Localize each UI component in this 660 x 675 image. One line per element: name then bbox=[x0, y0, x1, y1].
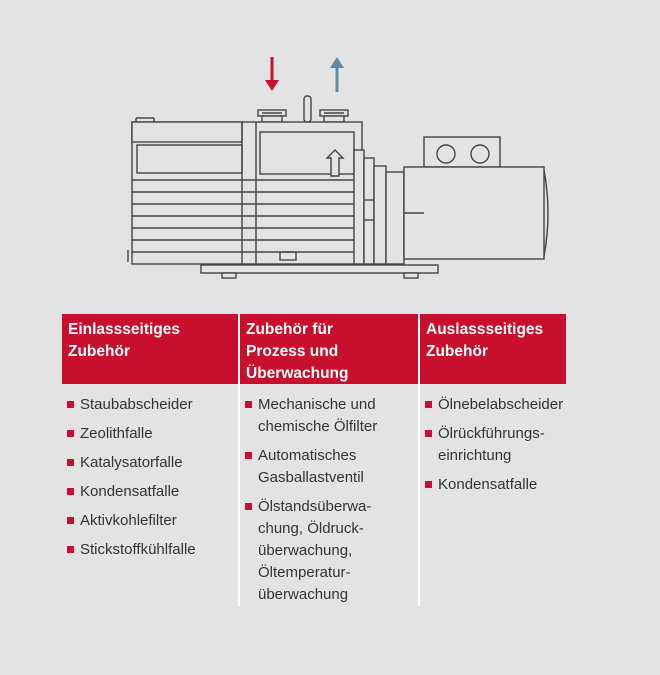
list-item: Ölrückführungs- einrichtung bbox=[424, 423, 566, 467]
bullet-square-icon bbox=[67, 517, 74, 524]
list-item: Aktivkohlefilter bbox=[66, 510, 238, 532]
bullet-square-icon bbox=[67, 401, 74, 408]
item-list: Staubabscheider Zeolithfalle Katalysator… bbox=[62, 384, 238, 561]
list-item: Stickstoffkühlfalle bbox=[66, 539, 238, 561]
item-list: Mechanische und chemische Ölfilter Autom… bbox=[240, 384, 418, 606]
bullet-square-icon bbox=[425, 401, 432, 408]
bullet-square-icon bbox=[425, 430, 432, 437]
list-item: Kondensatfalle bbox=[424, 474, 566, 496]
motor bbox=[403, 136, 549, 260]
column-outlet-accessories: Auslassseitiges Zubehör Ölnebelabscheide… bbox=[418, 314, 566, 606]
list-item: Mechanische und chemische Ölfilter bbox=[244, 394, 418, 438]
inlet-arrow-down-icon bbox=[265, 57, 279, 91]
flow-arrow-up-icon bbox=[325, 149, 345, 177]
list-item: Katalysatorfalle bbox=[66, 452, 238, 474]
bullet-square-icon bbox=[67, 459, 74, 466]
gas-ballast-valve bbox=[303, 95, 312, 123]
bullet-square-icon bbox=[67, 546, 74, 553]
coupling-housing bbox=[353, 149, 405, 265]
outlet-flange bbox=[319, 109, 349, 123]
column-header: Auslassseitiges Zubehör bbox=[420, 314, 566, 384]
inlet-flange bbox=[257, 109, 287, 123]
column-process-monitoring-accessories: Zubehör für Prozess und Überwachung Mech… bbox=[238, 314, 418, 606]
column-header: Einlassseitiges Zubehör bbox=[62, 314, 238, 384]
bullet-square-icon bbox=[245, 452, 252, 459]
base-plate bbox=[200, 264, 439, 279]
pump-housing bbox=[127, 117, 363, 265]
list-item: Staubabscheider bbox=[66, 394, 238, 416]
list-item: Kondensatfalle bbox=[66, 481, 238, 503]
bullet-square-icon bbox=[245, 503, 252, 510]
list-item: Zeolithfalle bbox=[66, 423, 238, 445]
vacuum-pump-illustration bbox=[127, 57, 549, 279]
list-item: Automatisches Gasballastventil bbox=[244, 445, 418, 489]
bullet-square-icon bbox=[425, 481, 432, 488]
item-list: Ölnebelabscheider Ölrückführungs- einric… bbox=[420, 384, 566, 496]
bullet-square-icon bbox=[245, 401, 252, 408]
column-inlet-accessories: Einlassseitiges Zubehör Staubabscheider … bbox=[62, 314, 238, 606]
list-item: Ölnebelabscheider bbox=[424, 394, 566, 416]
bullet-square-icon bbox=[67, 430, 74, 437]
bullet-square-icon bbox=[67, 488, 74, 495]
outlet-arrow-up-icon bbox=[330, 57, 344, 92]
column-header: Zubehör für Prozess und Überwachung bbox=[240, 314, 418, 384]
list-item: Ölstandsüberwa- chung, Öldruck- überwach… bbox=[244, 496, 418, 606]
